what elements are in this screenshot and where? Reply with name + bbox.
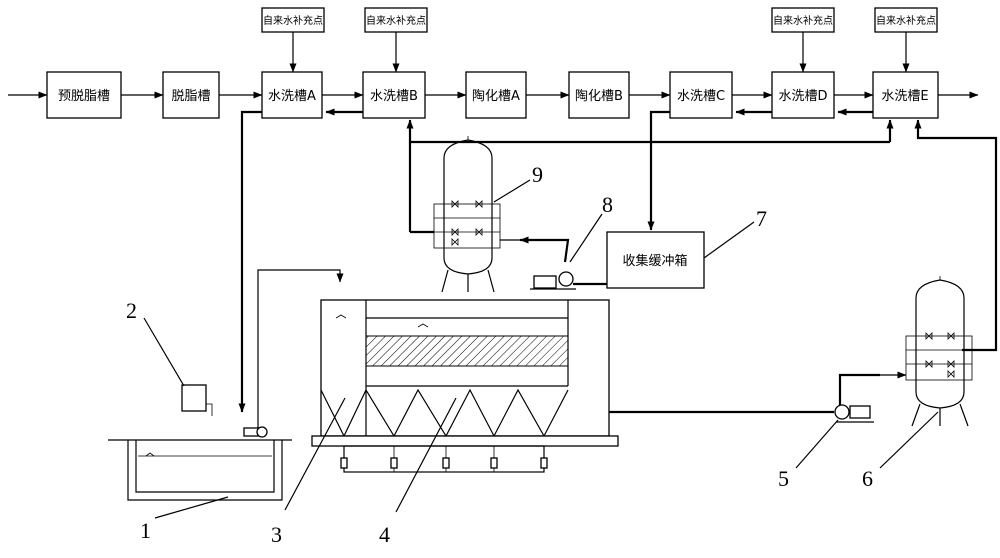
svg-text:水洗槽A: 水洗槽A <box>268 89 316 104</box>
collection-buffer-tank: 收集缓冲箱 <box>606 231 705 289</box>
sedimentation-tank <box>311 299 619 473</box>
tank-pre-degrease: 预脱脂槽 <box>46 71 122 119</box>
svg-text:脱脂槽: 脱脂槽 <box>171 89 210 104</box>
tank-rinse-b: 水洗槽B <box>362 71 426 119</box>
svg-text:2: 2 <box>126 298 137 323</box>
callout-6: 6 <box>862 411 939 491</box>
callout-1: 1 <box>140 496 229 543</box>
filter-tank-9 <box>433 136 501 293</box>
pipe-rinse-c-to-buffer <box>647 110 670 231</box>
tank-ceramic-a: 陶化槽A <box>465 71 527 119</box>
tank-rinse-c: 水洗槽C <box>669 71 733 119</box>
svg-text:水洗槽C: 水洗槽C <box>677 89 725 104</box>
svg-text:水洗槽E: 水洗槽E <box>881 89 928 104</box>
svg-text:1: 1 <box>140 518 151 543</box>
callout-9: 9 <box>493 162 543 203</box>
svg-text:自来水补充点: 自来水补充点 <box>366 14 426 27</box>
svg-text:陶化槽B: 陶化槽B <box>575 88 623 104</box>
supply-point-e: 自来水补充点 <box>874 7 938 73</box>
callout-2: 2 <box>126 298 185 387</box>
collection-pool-1 <box>108 439 292 501</box>
svg-text:3: 3 <box>271 522 282 547</box>
svg-text:收集缓冲箱: 收集缓冲箱 <box>622 253 687 269</box>
pipe-pump8-to-filter9 <box>519 236 570 263</box>
pipe-pump5-up <box>838 373 880 405</box>
svg-text:自来水补充点: 自来水补充点 <box>773 14 833 27</box>
svg-text:水洗槽D: 水洗槽D <box>778 89 827 104</box>
callout-3: 3 <box>271 397 346 547</box>
tank-ceramic-b: 陶化槽B <box>568 71 630 119</box>
svg-text:6: 6 <box>862 466 873 491</box>
pump-8 <box>530 271 576 290</box>
svg-text:自来水补充点: 自来水补充点 <box>263 14 323 27</box>
callout-4: 4 <box>379 397 457 547</box>
callout-8: 8 <box>569 192 613 263</box>
callout-7: 7 <box>703 206 767 259</box>
callout-5: 5 <box>778 419 839 491</box>
svg-text:7: 7 <box>756 206 767 231</box>
svg-text:自来水补充点: 自来水补充点 <box>876 14 936 27</box>
pipe-filter6-to-e <box>914 119 998 352</box>
svg-text:9: 9 <box>532 162 543 187</box>
svg-text:8: 8 <box>602 192 613 217</box>
pump-5 <box>834 404 874 423</box>
tank-degrease: 脱脂槽 <box>162 71 220 119</box>
svg-text:陶化槽A: 陶化槽A <box>472 88 520 104</box>
svg-text:预脱脂槽: 预脱脂槽 <box>58 89 110 104</box>
dosing-box-2 <box>181 384 213 416</box>
svg-text:5: 5 <box>778 466 789 491</box>
tank-rinse-d: 水洗槽D <box>771 71 835 119</box>
supply-point-b: 自来水补充点 <box>364 7 428 73</box>
svg-text:水洗槽B: 水洗槽B <box>370 89 418 104</box>
svg-text:4: 4 <box>379 522 390 547</box>
pool-pump <box>243 426 268 438</box>
tank-rinse-a: 水洗槽A <box>261 71 323 119</box>
supply-point-d: 自来水补充点 <box>771 7 835 73</box>
tank-rinse-e: 水洗槽E <box>872 71 939 119</box>
filter-tank-6 <box>905 276 973 427</box>
supply-point-a: 自来水补充点 <box>261 7 325 73</box>
pipe-rinse-a-to-pool <box>238 110 262 413</box>
pipe-pool-pump-to-settler <box>257 269 344 428</box>
